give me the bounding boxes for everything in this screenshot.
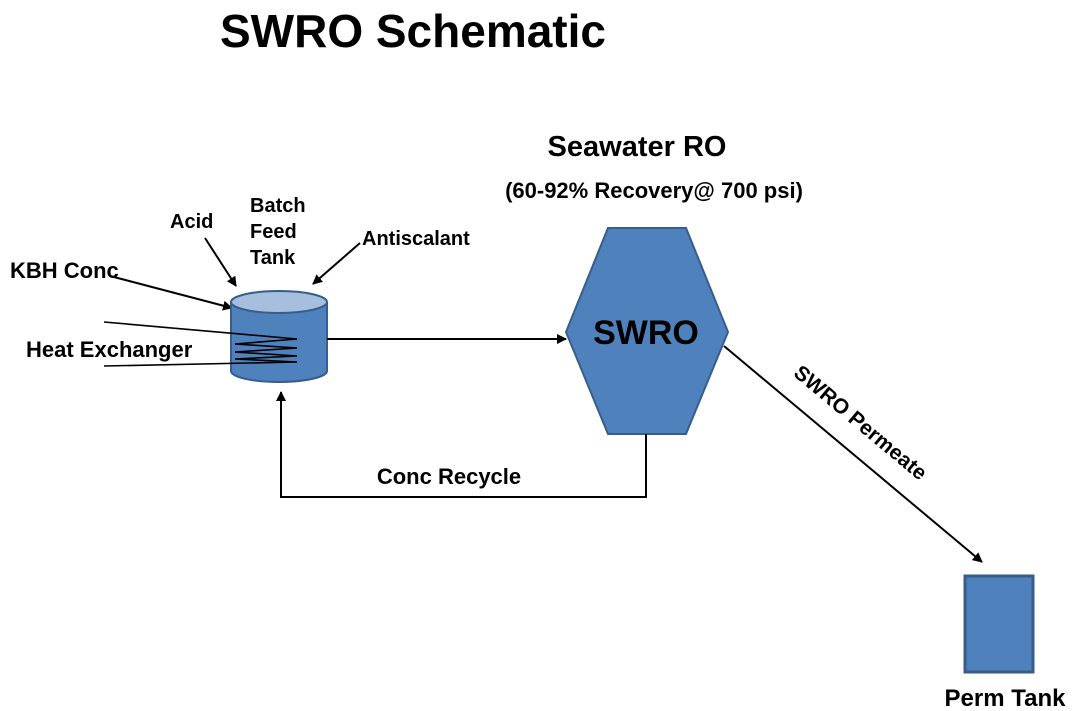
acid-label: Acid [170,211,213,233]
kbh-conc-label: KBH Conc [10,258,119,283]
perm-tank-label: Perm Tank [945,685,1067,711]
swro-unit [564,227,730,435]
recovery-note: (60-92% Recovery@ 700 psi) [505,178,803,203]
heat-exchanger-coil [103,321,298,367]
batch-label-line3: Tank [250,247,296,269]
conc-recycle-line [276,391,647,498]
tank-top [230,290,328,314]
acid-arrow [204,237,237,287]
conc-recycle-label: Conc Recycle [377,464,521,489]
page-title: SWRO Schematic [220,5,606,57]
swro-permeate-label: SWRO Permeate [789,361,931,485]
swro-unit-label: SWRO [593,314,699,352]
kbh-conc-arrow [109,275,233,311]
heat-exchanger-label: Heat Exchanger [26,337,193,362]
antiscalant-arrow [312,242,361,285]
batch-feed-tank [230,290,328,383]
batch-label-line2: Feed [250,221,297,243]
batch-label-line1: Batch [250,195,306,217]
subtitle: Seawater RO [548,131,727,163]
antiscalant-label: Antiscalant [362,228,470,250]
permeate-arrow [723,345,983,563]
tank-body [230,302,328,383]
perm-tank [963,574,1035,674]
